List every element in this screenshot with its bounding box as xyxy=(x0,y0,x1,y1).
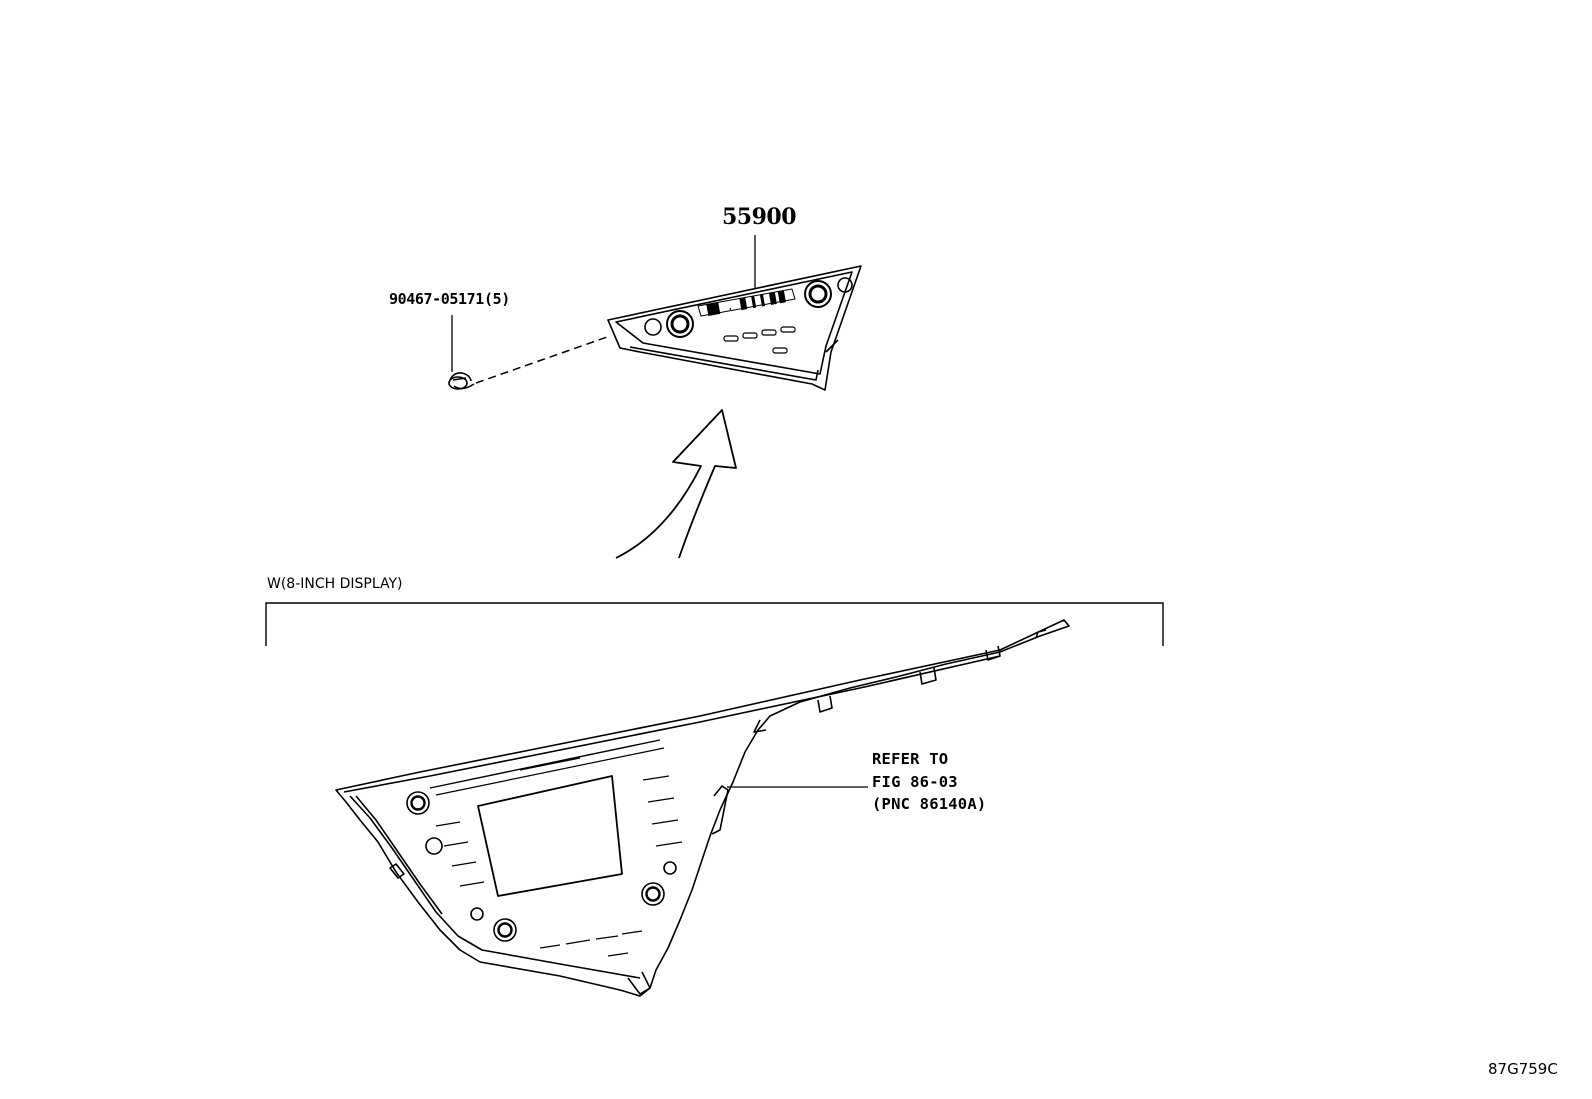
variant-label: W(8-INCH DISPLAY) xyxy=(267,576,403,592)
variant-bracket xyxy=(265,602,1164,646)
part-number-clip: 90467-05171(5) xyxy=(389,290,510,308)
climate-control-panel xyxy=(607,265,862,391)
refer-note-line-3: (PNC 86140A) xyxy=(872,795,987,813)
part-number-55900: 55900 xyxy=(722,204,797,230)
figure-code: 87G759C xyxy=(1488,1060,1558,1078)
clip-fastener xyxy=(448,372,475,390)
assembly-dash-line xyxy=(475,335,611,384)
refer-note-line-2: FIG 86-03 xyxy=(872,773,958,791)
refer-note-line-1: REFER TO xyxy=(872,750,949,768)
assembly-arrow xyxy=(615,409,737,559)
dashboard-center-panel xyxy=(335,619,1070,997)
